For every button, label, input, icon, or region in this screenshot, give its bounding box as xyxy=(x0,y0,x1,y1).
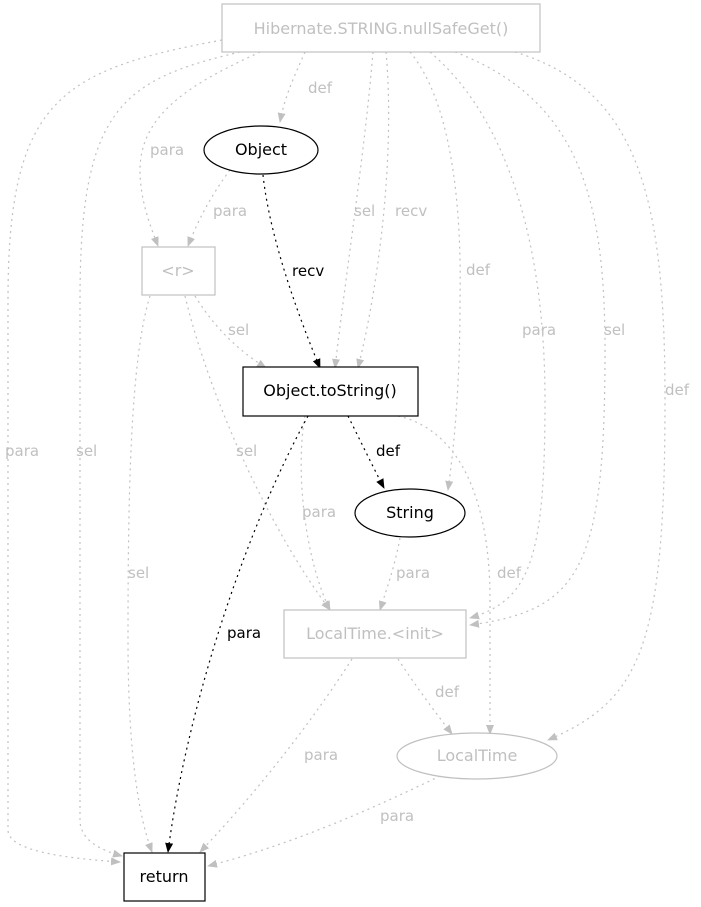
edge-r-tostring-sel: sel xyxy=(194,295,267,369)
edge-hibernate-return-para: para xyxy=(5,39,223,866)
node-label: LocalTime xyxy=(437,746,518,765)
edge-hibernate-init-sel: sel xyxy=(454,51,625,628)
edge-label-sel: sel xyxy=(354,202,375,220)
node-string[interactable]: String xyxy=(354,488,466,538)
edges: def para sel recv def para xyxy=(5,39,690,868)
edge-label-sel: sel xyxy=(128,564,149,582)
node-hibernate-nullsafeget[interactable]: Hibernate.STRING.nullSafeGet() xyxy=(221,3,541,53)
node-localtime-init[interactable]: LocalTime.<init> xyxy=(283,609,467,659)
edge-label-recv: recv xyxy=(395,202,427,220)
edge-label-para: para xyxy=(227,624,261,642)
edge-label-para: para xyxy=(150,141,184,159)
edge-label-def: def xyxy=(497,564,522,582)
node-object[interactable]: Object xyxy=(203,125,319,175)
edge-label-para: para xyxy=(302,503,336,521)
edge-label-def: def xyxy=(376,442,401,460)
edge-object-tostring-recv: recv xyxy=(262,174,324,369)
edge-label-sel: sel xyxy=(76,442,97,460)
node-r[interactable]: <r> xyxy=(141,246,216,296)
edge-hibernate-localtime-def: def xyxy=(514,51,690,741)
edge-object-r-para: para xyxy=(187,169,247,247)
edge-init-return-para: para xyxy=(199,658,353,853)
edge-label-recv: recv xyxy=(292,262,324,280)
edge-hibernate-init-para: para xyxy=(429,51,556,620)
node-label: <r> xyxy=(161,261,194,280)
node-label: return xyxy=(140,867,189,886)
node-label: Object.toString() xyxy=(263,381,397,400)
nodes: Hibernate.STRING.nullSafeGet() Object <r… xyxy=(123,3,558,902)
edge-string-init-para: para xyxy=(378,537,430,611)
edge-tostring-localtime-def: def xyxy=(397,415,522,735)
edge-label-def: def xyxy=(466,261,491,279)
node-object-tostring[interactable]: Object.toString() xyxy=(242,366,419,417)
edge-hibernate-string-def: def xyxy=(409,51,491,491)
edge-label-def: def xyxy=(308,79,333,97)
node-label: LocalTime.<init> xyxy=(306,624,444,643)
edge-hibernate-object-def: def xyxy=(277,51,333,123)
edge-localtime-return-para: para xyxy=(207,775,441,868)
edge-label-para: para xyxy=(213,202,247,220)
edge-label-para: para xyxy=(396,564,430,582)
node-localtime[interactable]: LocalTime xyxy=(396,732,558,780)
edge-label-sel: sel xyxy=(604,321,625,339)
edge-label-def: def xyxy=(435,683,460,701)
edge-tostring-return-para: para xyxy=(165,415,309,853)
edge-init-localtime-def: def xyxy=(397,658,460,735)
edge-label-para: para xyxy=(522,321,556,339)
edge-hibernate-return-sel: sel xyxy=(76,51,241,858)
node-label: Hibernate.STRING.nullSafeGet() xyxy=(254,19,509,38)
edge-label-def: def xyxy=(665,381,690,399)
edge-label-para: para xyxy=(380,807,414,825)
edge-hibernate-r-para: para xyxy=(139,51,261,247)
edge-hibernate-tostring-recv: recv xyxy=(356,51,427,369)
edge-r-return-sel: sel xyxy=(127,295,153,853)
edge-label-sel: sel xyxy=(236,442,257,460)
edge-label-sel: sel xyxy=(228,321,249,339)
edge-r-init-sel: sel xyxy=(184,295,331,611)
edge-tostring-init-para: para xyxy=(300,415,336,611)
node-return[interactable]: return xyxy=(123,852,206,902)
edge-label-para: para xyxy=(304,746,338,764)
edge-label-para: para xyxy=(5,442,39,460)
edge-hibernate-tostring-sel: sel xyxy=(332,51,375,369)
edge-tostring-string-def: def xyxy=(347,415,401,489)
node-label: Object xyxy=(235,140,287,159)
node-label: String xyxy=(386,503,434,522)
